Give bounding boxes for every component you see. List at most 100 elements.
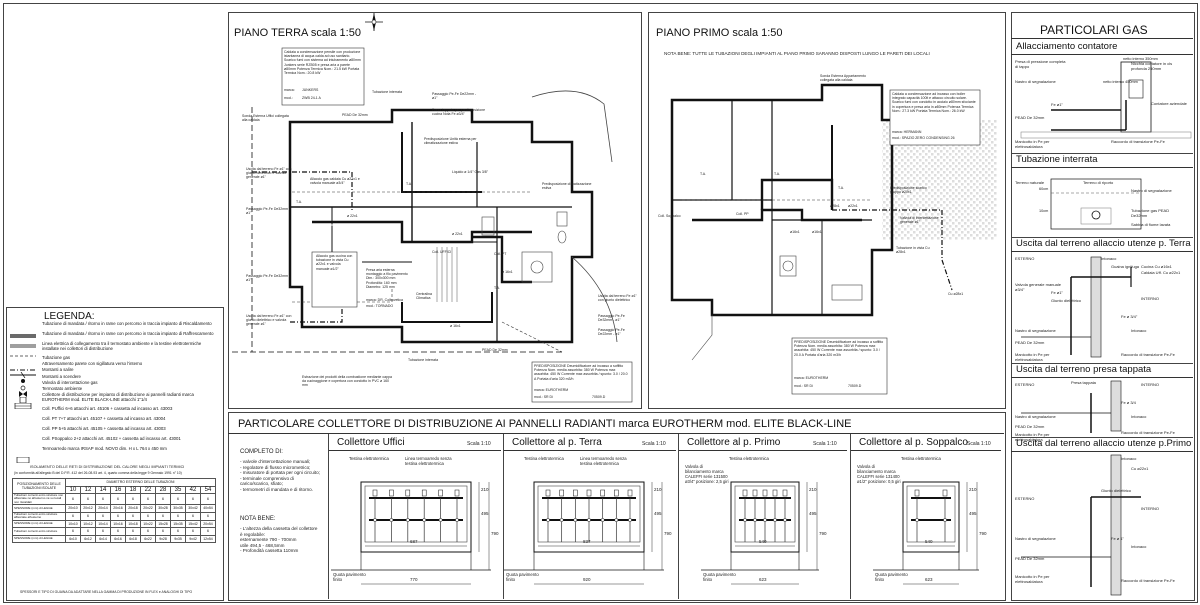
gf-dehum-model: mod.: SR Di — [534, 395, 553, 399]
legend-text: Coll. PSoppalco 2+2 attacchi art. 45102 … — [42, 436, 181, 442]
legend-item: Valvola di intercettazione gas — [6, 380, 216, 397]
manifold-nb-item: esternamente 790 - 700mm — [240, 537, 297, 543]
collector-rule — [504, 450, 676, 451]
completo-item: - misuratore di portata per ogni circuit… — [240, 470, 320, 476]
ff-boiler-brand: marca: HERMANN — [892, 130, 922, 134]
collector-scale: Scala 1:10 — [967, 441, 991, 447]
legend-item: Montanti a salire — [6, 368, 216, 384]
collector-dim: 790 — [664, 531, 672, 536]
collector-dim: 495 — [481, 511, 489, 516]
ins-diameter: 35 — [170, 485, 186, 494]
collector-top-label: Linea termoarredo senza testina elettrot… — [405, 456, 452, 466]
gf-label: Presa aria esterna montaggio a filo pavi… — [366, 268, 408, 289]
gas-label: Intonaco — [1131, 544, 1147, 549]
gas-label: Raccordo di transizione Pe-Fe — [1121, 578, 1175, 583]
collector-top-label: Testina elettrotermica — [349, 456, 389, 461]
ins-cell: 6 — [155, 527, 171, 536]
ins-cell: 12x54 — [200, 534, 216, 543]
ins-cell: 10x10 — [65, 519, 81, 528]
ins-cell: 15x42 — [185, 519, 201, 528]
ins-diameter: 28 — [155, 485, 171, 494]
ff-boiler-model: mod.: SPAZIO ZERO CONDENSING 26 — [892, 136, 955, 140]
ins-cell: 20x14 — [95, 504, 111, 513]
gas-label: INTERNO — [1141, 296, 1159, 301]
gas-details-title: PARTICOLARI GAS — [1040, 23, 1148, 37]
collector-name: Collettore al p. Terra — [512, 437, 602, 448]
gf-boiler-note: Caldaia a condensazione pensile con prod… — [284, 50, 361, 76]
insulation-table-title: ISOLAMENTO DELLE RETI DI DISTRIBUZIONE D… — [30, 465, 185, 469]
legend-item: Tubazione di mandata / ritorno in rame c… — [6, 321, 216, 338]
ins-cell: 15x35 — [170, 519, 186, 528]
gas-label: Manicotto in Pe per elettrosaldatura — [1015, 574, 1050, 584]
collector-inner-width: 540 — [759, 539, 767, 544]
ins-cell: 6 — [200, 492, 216, 506]
ins-cell: 6 — [125, 527, 141, 536]
ff-label: Coll. PP — [736, 212, 749, 216]
ins-cell: 6 — [155, 511, 171, 521]
ins-cell: 6x16 — [110, 534, 126, 543]
ins-cell: 30x35 — [170, 504, 186, 513]
collector-floor-label: Quota pavimento finito — [333, 572, 366, 582]
gas-label: Fe ø 3/4" — [1121, 314, 1138, 319]
gas-dim: netto interno 450mm — [1103, 80, 1138, 84]
gas-dim: 10cm — [1039, 209, 1049, 213]
completo-title: COMPLETO DI: — [240, 449, 283, 455]
gf-label: Centralina Climatica — [416, 292, 432, 301]
ff-label: Coll. Soppalco — [658, 214, 681, 218]
manifold-nb-item: utile 494,5 - 468,5mm — [240, 542, 285, 548]
legend-title: LEGENDA: — [44, 311, 95, 322]
gf-dehum-note: PREDISPOSIZIONE Deumidificatore ad incas… — [534, 364, 628, 381]
gas-section-title: Tubazione interrata — [1016, 154, 1098, 165]
gas-label: ESTERNO — [1015, 256, 1035, 261]
gf-pipe-dim: ø 22x1 — [452, 232, 463, 236]
gas-label: Manicotto in Pe per elettrosaldatura — [1015, 139, 1050, 149]
gas-section-title: Uscita dal terreno allaccio utenze p. Te… — [1016, 238, 1191, 249]
ins-cell: 6 — [110, 492, 126, 506]
gf-label: Passaggio Pe-Fe De22mm - ø1" — [432, 92, 477, 101]
gf-label: Uscita dal terreno Fe ø1" con giunto die… — [246, 167, 292, 180]
insulation-table-subtitle: (in conformità all'allegato B del D.P.R.… — [14, 471, 182, 475]
gf-ta: T.A. — [406, 182, 413, 186]
gas-section-drawing — [1021, 380, 1122, 433]
legend-symbol-icon — [10, 384, 36, 397]
ins-cell: 6x22 — [140, 534, 156, 543]
ins-cell: 20x10 — [65, 504, 81, 513]
ins-row-label: Tubazioni correnti entro strutture non a… — [12, 492, 66, 506]
gf-label: Passaggio Pe-Fe De22mm - ø1" — [598, 328, 625, 337]
ins-cell: 6 — [110, 511, 126, 521]
gas-label: PEAD De 32mm — [1015, 115, 1045, 120]
ins-cell: 30x42 — [185, 504, 201, 513]
legend-symbol-icon — [10, 365, 36, 379]
gf-label: Presa tappata per predisposizione cucina… — [432, 108, 486, 117]
ins-diameter: 10 — [65, 485, 81, 494]
gf-pipe-dim: ø 22x1 — [347, 214, 358, 218]
ins-cell: 20x54 — [200, 519, 216, 528]
ff-pipe-dim: ø22x1 — [848, 204, 858, 208]
gf-label: Uscita dal terreno Fe ø1" con giunto die… — [598, 294, 637, 303]
collector-floor-label: Quota pavimento finito — [703, 572, 736, 582]
manifold-nb-item: - Profondità cassetta 110mm — [240, 548, 299, 554]
gas-label: Contatore aziendale — [1151, 101, 1187, 106]
ins-cell: 6 — [65, 527, 81, 536]
collector-dim: 790 — [491, 531, 499, 536]
gf-label: Liquido ø 1/4" Gas 3/8" — [452, 170, 488, 174]
ins-diameter: 14 — [95, 485, 111, 494]
collector-inner-width: 540 — [925, 539, 933, 544]
ff-boiler-note: Caldaia a condensazione ad incasso con b… — [892, 92, 976, 113]
first-floor-frame — [648, 12, 1006, 409]
ff-pipe-dim: ø16x1 — [812, 230, 822, 234]
ins-cell: 6 — [200, 527, 216, 536]
collector-dim: 495 — [969, 511, 977, 516]
manifold-frame — [228, 412, 1006, 601]
gas-section-drawing — [1020, 61, 1192, 139]
gas-dim: netto interno 350mm — [1123, 57, 1158, 61]
ff-ta: T.A. — [774, 172, 781, 176]
gas-details-frame — [1011, 12, 1195, 601]
ff-dehum-note: PREDISPOSIZIONE Deumidificatore ad incas… — [794, 340, 884, 357]
collector-name: Collettore al p. Primo — [687, 437, 781, 448]
legend-symbol-icon — [10, 450, 36, 464]
ins-cell: 10x22 — [140, 519, 156, 528]
